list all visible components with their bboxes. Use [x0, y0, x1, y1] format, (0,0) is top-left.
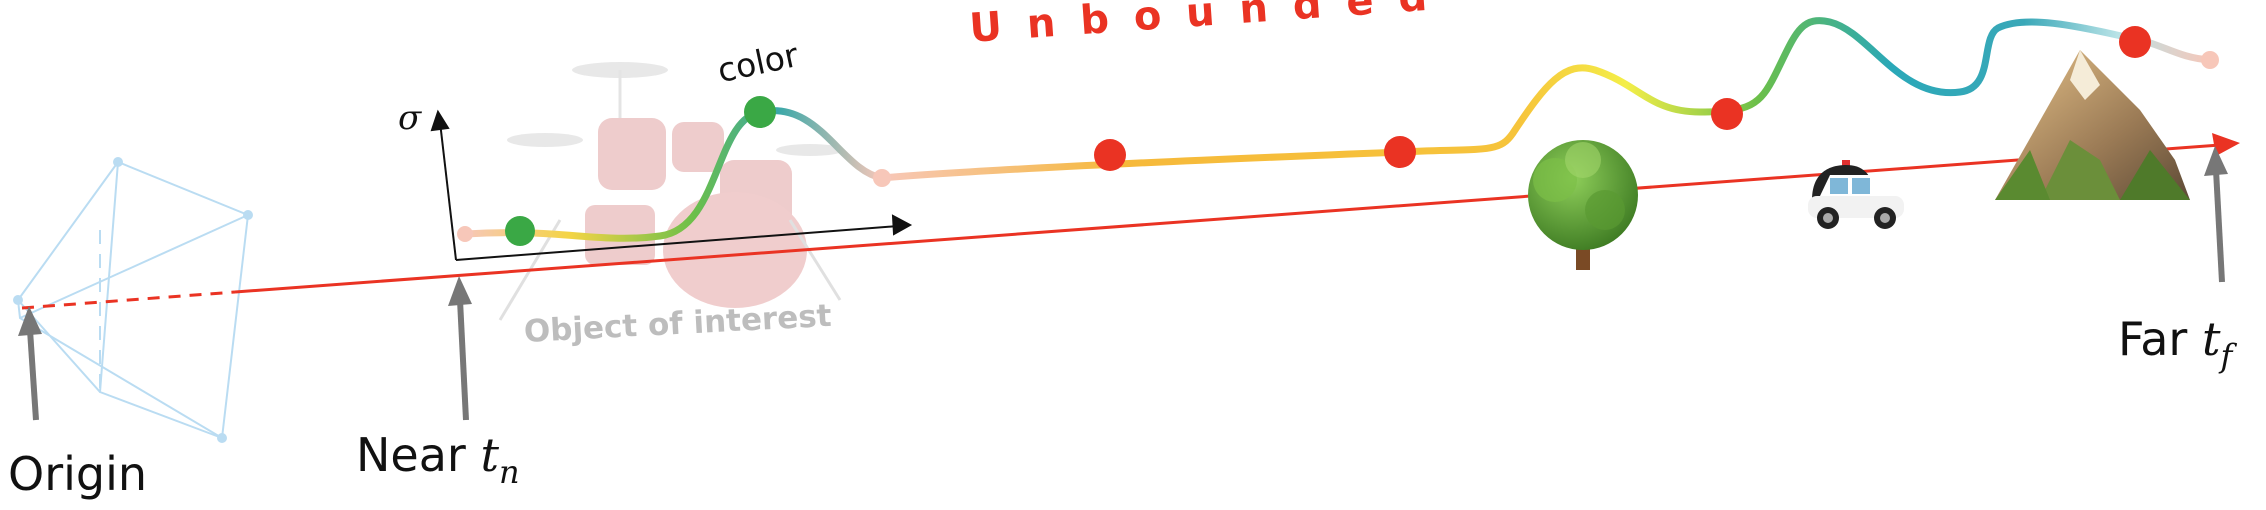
scene-curve-end — [2201, 51, 2219, 69]
far-pointer — [2204, 146, 2228, 283]
origin-text: Origin — [8, 447, 148, 501]
object-sample-point-1 — [505, 216, 535, 246]
scene-curve-start — [873, 169, 891, 187]
sample-point — [2119, 26, 2151, 58]
sample-point — [1711, 98, 1743, 130]
near-subscript: n — [498, 453, 520, 491]
object-curve-start — [457, 226, 473, 242]
far-subscript: f — [2220, 337, 2233, 375]
local-axes — [430, 109, 913, 261]
drum-kit-icon — [498, 62, 844, 321]
origin-label: Origin — [8, 447, 147, 501]
sample-point — [1384, 136, 1416, 168]
camera-ray-dashed — [21, 290, 236, 310]
tree-icon — [1528, 140, 1638, 270]
object-sample-point-2 — [744, 96, 776, 128]
sample-point — [1094, 139, 1126, 171]
far-symbol: t — [2201, 312, 2221, 366]
near-text: Near — [356, 428, 466, 482]
near-label: Near tn — [356, 428, 520, 491]
mountain-icon — [1995, 50, 2190, 200]
sigma-axis-label: σ — [398, 98, 422, 138]
police-car-icon — [1808, 160, 1904, 229]
far-text: Far — [2118, 312, 2188, 366]
object-density-curve — [461, 107, 886, 242]
near-pointer — [448, 276, 472, 421]
origin-pointer — [18, 306, 42, 421]
near-symbol: t — [480, 428, 499, 482]
camera-ray — [234, 143, 2221, 294]
far-label: Far tf — [2118, 312, 2232, 375]
camera-ray-arrowhead — [2212, 133, 2240, 156]
